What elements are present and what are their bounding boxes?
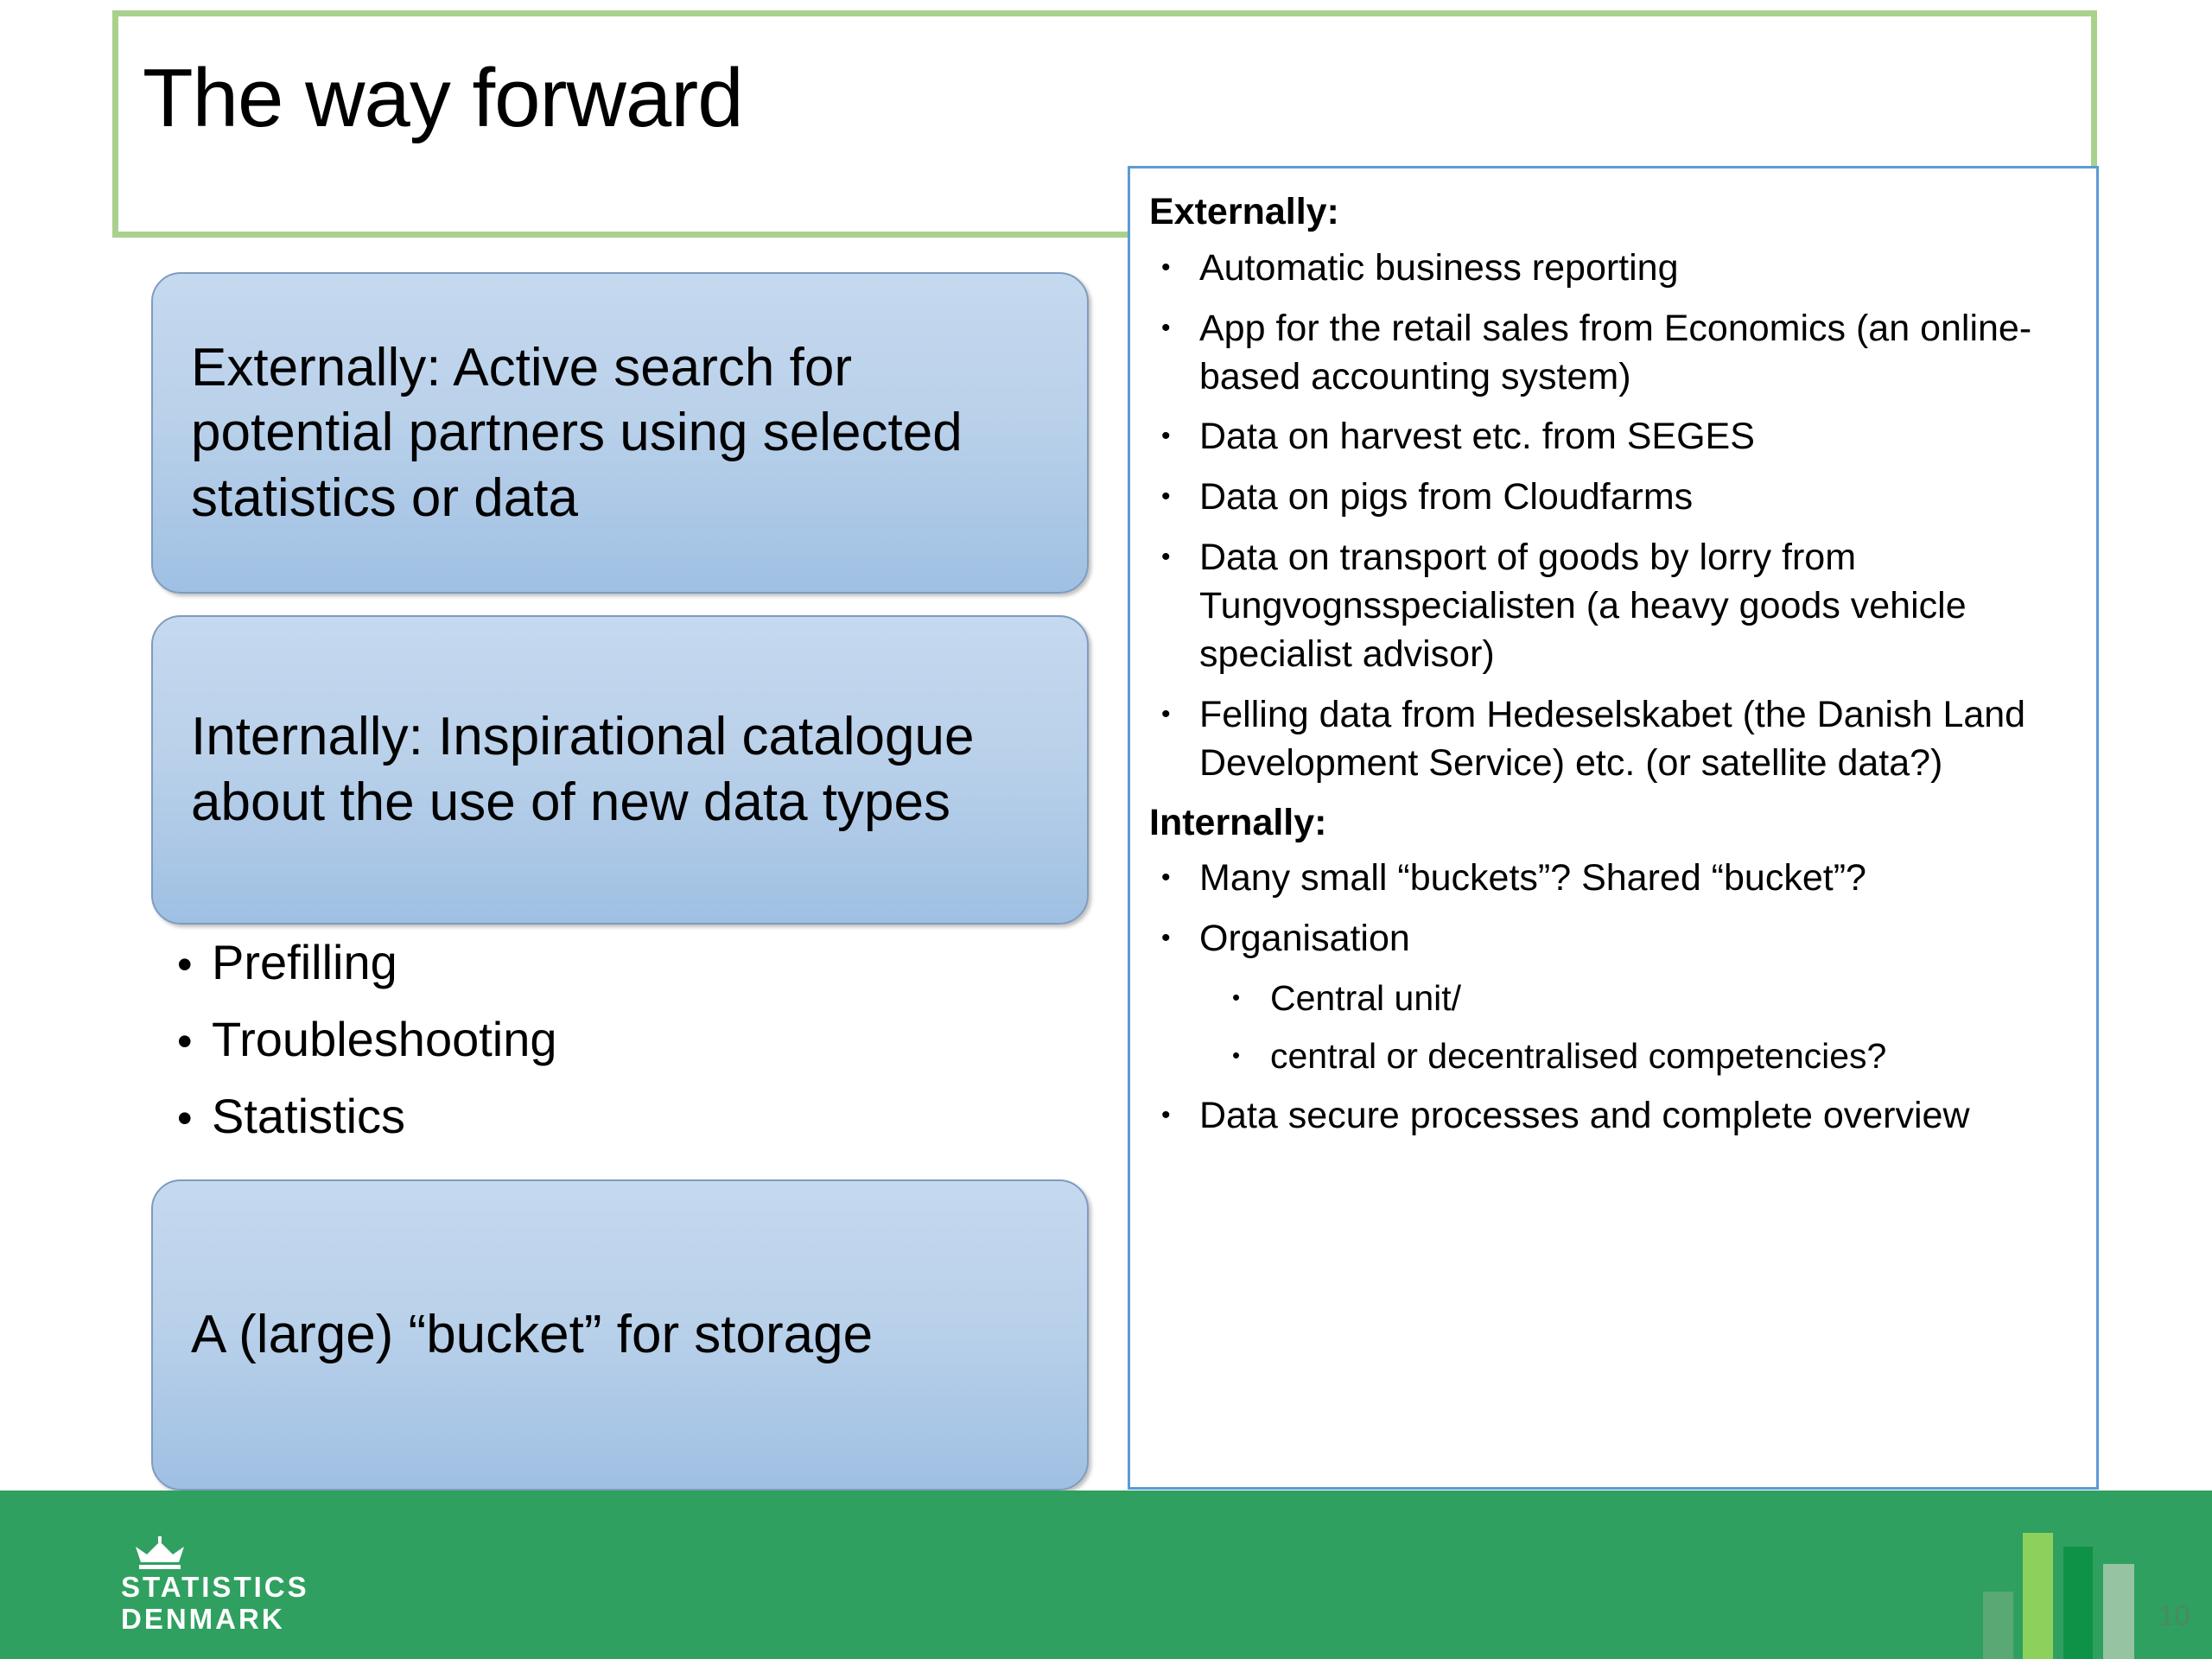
list-item: • central or decentralised competencies? [1149, 1033, 2074, 1079]
list-item: • Troubleshooting [177, 1015, 1041, 1064]
list-item-label: Prefilling [212, 935, 397, 989]
details-panel: Externally: • Automatic business reporti… [1128, 166, 2099, 1490]
bullet-icon: • [1232, 1042, 1241, 1069]
bullet-icon: • [1161, 252, 1171, 282]
list-item-label: App for the retail sales from Economics … [1199, 307, 2032, 397]
list-item-label: Data on transport of goods by lorry from… [1199, 537, 1967, 675]
bullet-icon: • [1232, 984, 1241, 1011]
list-item-label: Data secure processes and complete overv… [1199, 1094, 1970, 1136]
callout-box-externally: Externally: Active search for potential … [151, 272, 1089, 594]
callout-box-text: Internally: Inspirational catalogue abou… [191, 707, 975, 832]
decor-bar-2 [2023, 1533, 2053, 1659]
list-item: • Central unit/ [1149, 976, 2074, 1021]
list-item: • Automatic business reporting [1149, 245, 2074, 293]
bullet-icon: • [177, 1017, 193, 1065]
list-item: • App for the retail sales from Economic… [1149, 305, 2074, 402]
list-item-label: Organisation [1199, 918, 1410, 960]
decor-bar-3 [2063, 1547, 2093, 1659]
list-item: • Organisation [1149, 915, 2074, 963]
callout-box-internally: Internally: Inspirational catalogue abou… [151, 615, 1089, 925]
list-item: • Prefilling [177, 938, 1041, 987]
title-box: The way forward [112, 10, 2097, 238]
bullet-icon: • [1161, 422, 1171, 451]
bullet-icon: • [1161, 543, 1171, 572]
callout-box-text: A (large) “bucket” for storage [191, 1305, 874, 1365]
list-item-label: Data on pigs from Cloudfarms [1199, 476, 1694, 518]
bar-chart-decoration [1983, 1525, 2139, 1659]
logo-line-1: STATISTICS [121, 1571, 309, 1603]
list-item: • Statistics [177, 1092, 1041, 1141]
bullet-icon: • [1161, 699, 1171, 728]
page-number: 10 [2158, 1599, 2190, 1631]
bullet-icon: • [1161, 924, 1171, 953]
logo-line-2: DENMARK [121, 1602, 285, 1635]
bullet-icon: • [1161, 1100, 1171, 1129]
list-item-label: Many small “buckets”? Shared “bucket”? [1199, 857, 1866, 899]
list-item-label: Statistics [212, 1089, 406, 1143]
page-title: The way forward [143, 52, 744, 144]
bullet-icon: • [1161, 482, 1171, 512]
list-item-label: Troubleshooting [212, 1012, 557, 1066]
externally-heading: Externally: [1149, 191, 1339, 232]
list-item: • Data on harvest etc. from SEGES [1149, 413, 2074, 461]
list-item: • Data on pigs from Cloudfarms [1149, 474, 2074, 522]
list-item-label: central or decentralised competencies? [1270, 1036, 1887, 1077]
list-item: • Data secure processes and complete ove… [1149, 1092, 2074, 1141]
callout-box-bucket-storage: A (large) “bucket” for storage [151, 1179, 1089, 1491]
list-item-label: Felling data from Hedeselskabet (the Dan… [1199, 693, 2026, 784]
bullet-icon: • [177, 940, 193, 988]
sub-bullet-list: • Prefilling • Troubleshooting • Statist… [177, 938, 1041, 1169]
list-item-label: Automatic business reporting [1199, 246, 1679, 289]
internally-heading: Internally: [1149, 801, 1327, 843]
list-item-label: Data on harvest etc. from SEGES [1199, 416, 1755, 458]
list-item: • Data on transport of goods by lorry fr… [1149, 534, 2074, 679]
list-item: • Many small “buckets”? Shared “bucket”? [1149, 855, 2074, 903]
crown-icon [136, 1536, 184, 1569]
decor-bar-4 [2103, 1564, 2134, 1659]
list-item: • Felling data from Hedeselskabet (the D… [1149, 691, 2074, 788]
bullet-icon: • [177, 1094, 193, 1142]
bullet-icon: • [1161, 863, 1171, 893]
callout-box-text: Externally: Active search for potential … [191, 337, 963, 528]
list-item-label: Central unit/ [1270, 978, 1462, 1019]
bullet-icon: • [1161, 313, 1171, 342]
decor-bar-1 [1983, 1592, 2013, 1659]
statistics-denmark-logo: STATISTICS DENMARK [121, 1536, 320, 1636]
footer-bar: STATISTICS DENMARK [0, 1491, 2212, 1659]
